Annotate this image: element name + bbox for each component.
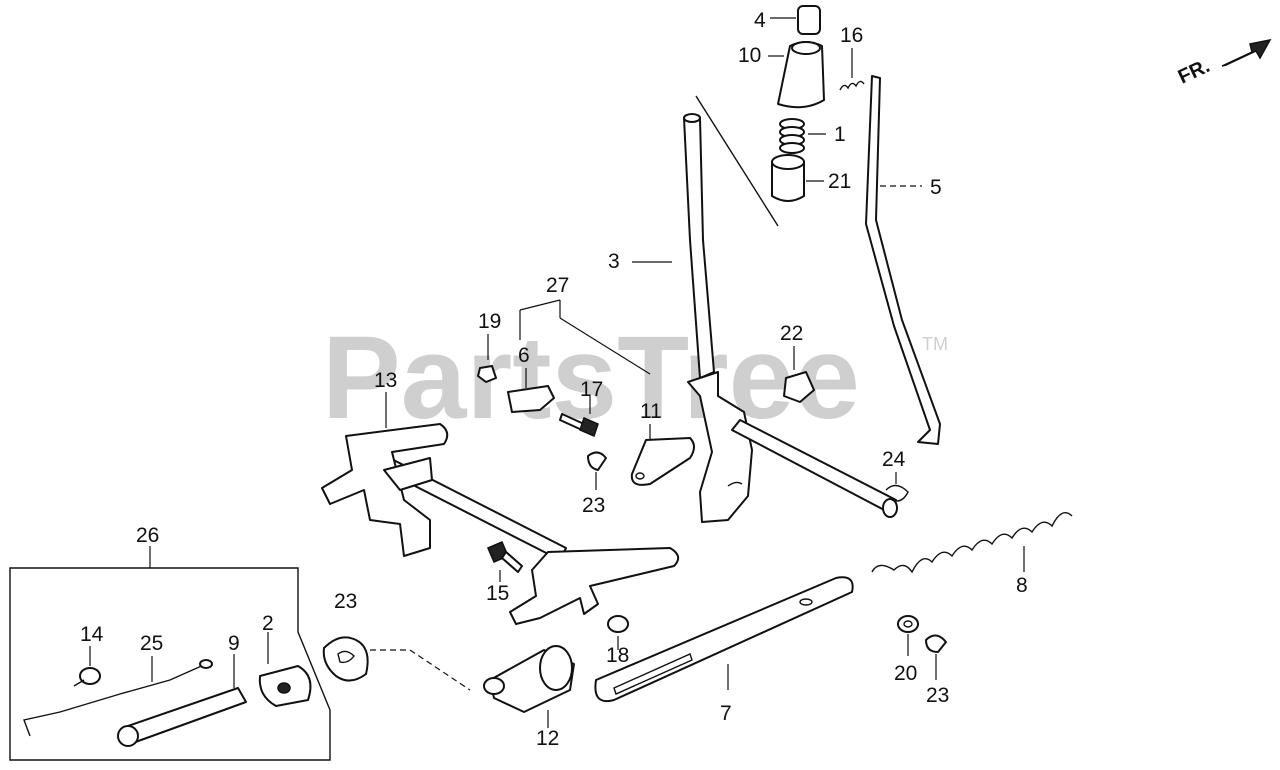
front-label: FR. <box>1175 55 1213 89</box>
part-19-nut <box>477 334 497 383</box>
part-15-bolt <box>487 541 523 582</box>
part-7-link <box>594 576 854 702</box>
callout-2: 2 <box>262 612 274 635</box>
callout-5: 5 <box>930 176 942 199</box>
callout-23-right: 23 <box>926 684 949 707</box>
callout-21: 21 <box>828 170 851 193</box>
part-26-kit <box>9 546 331 761</box>
callout-12: 12 <box>536 727 559 750</box>
part-16-spring <box>839 48 865 91</box>
part-9-pin <box>117 654 247 747</box>
callout-25: 25 <box>140 632 163 655</box>
callout-19: 19 <box>478 310 501 333</box>
callout-20: 20 <box>894 662 917 685</box>
part-23-clip-left <box>322 636 471 691</box>
callout-24: 24 <box>882 448 906 471</box>
callout-9: 9 <box>228 632 240 655</box>
callout-23-left: 23 <box>334 590 357 613</box>
part-4-cap <box>770 5 821 35</box>
part-11-plate <box>630 424 695 486</box>
part-13-arm <box>321 392 449 557</box>
part-10-knob <box>768 41 825 109</box>
callout-16: 16 <box>840 24 863 47</box>
callout-1: 1 <box>834 123 846 146</box>
callout-18: 18 <box>606 644 629 667</box>
callout-13: 13 <box>374 369 397 392</box>
callout-17: 17 <box>580 378 603 401</box>
part-12-bushing <box>483 645 575 728</box>
part-18-nut <box>607 615 629 650</box>
callout-3: 3 <box>608 250 620 273</box>
part-23-clip-upper <box>587 451 607 490</box>
callout-26: 26 <box>136 524 159 547</box>
part-8-spring <box>871 512 1073 574</box>
part-5-rod <box>865 75 941 445</box>
part-14-screw <box>73 646 101 687</box>
part-21-collar <box>771 154 824 202</box>
part-20-washer <box>897 615 919 656</box>
callout-23-upper: 23 <box>582 494 605 517</box>
callout-10: 10 <box>738 44 761 67</box>
part-3-shift-lever <box>632 95 779 523</box>
part-25-wire <box>23 656 213 737</box>
callout-14: 14 <box>80 623 104 646</box>
part-23-clip-right <box>925 634 947 680</box>
lower-arm-assembly <box>509 547 680 625</box>
part-22-block <box>783 346 815 403</box>
callout-15: 15 <box>486 582 509 605</box>
callout-22: 22 <box>780 322 803 345</box>
part-17-bolt <box>559 396 599 438</box>
callout-labels: 4 10 16 1 21 5 3 27 19 6 13 17 11 22 24 … <box>80 9 1028 750</box>
part-6-block <box>507 368 555 413</box>
callout-27: 27 <box>546 274 569 297</box>
part-27-leader <box>519 299 651 375</box>
front-direction-indicator: FR. <box>1175 38 1272 89</box>
callout-6: 6 <box>518 344 530 367</box>
callout-11: 11 <box>640 400 662 423</box>
callout-8: 8 <box>1016 574 1028 597</box>
callout-4: 4 <box>754 9 766 32</box>
watermark-trademark: TM <box>922 334 948 354</box>
part-1-spring <box>779 118 826 154</box>
callout-7: 7 <box>720 702 732 725</box>
part-24-clip <box>885 472 909 502</box>
front-arrow-icon <box>1221 38 1272 67</box>
part-2-cam <box>258 632 312 707</box>
